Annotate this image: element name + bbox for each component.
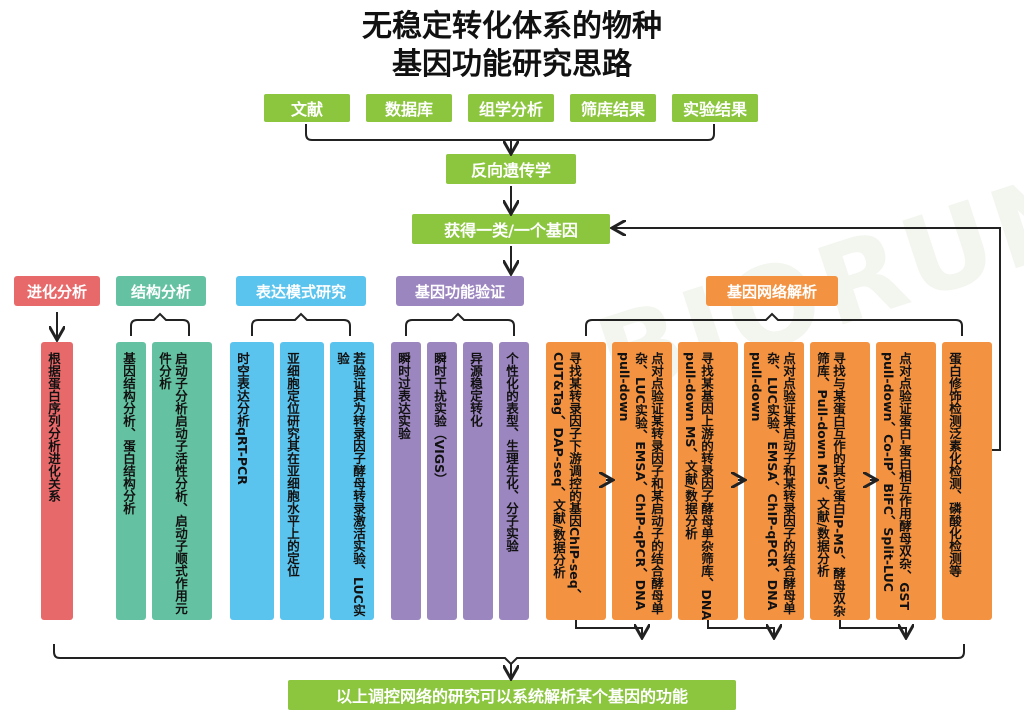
source-box-literature: 文献 [264, 94, 350, 122]
column-structure-2: 启动子分析启动子活性分析、启动子顺式作用元件分析 [152, 342, 212, 620]
brace-expression [251, 312, 351, 336]
brace-network [585, 312, 963, 336]
connector-bottom-2 [707, 620, 774, 636]
footer-box: 以上调控网络的研究可以系统解析某个基因的功能 [288, 680, 736, 710]
column-network-2: 点对点验证某转录因子和某启动子的结合酵母单杂、LUC实验、EMSA、ChIP-q… [612, 342, 672, 620]
column-function-1: 瞬时过表达实验 [391, 342, 421, 620]
reverse-genetics-box: 反向遗传学 [446, 154, 576, 184]
column-network-7: 蛋白修饰检测泛素化检测、磷酸化检测等 [942, 342, 992, 620]
brace-function [405, 312, 515, 336]
category-evolution: 进化分析 [14, 276, 100, 306]
column-expression-2: 亚细胞定位研究其在亚细胞水平上的定位 [280, 342, 324, 620]
column-expression-1: 时空表达分析qRT-PCR [230, 342, 274, 620]
sources-bracket [305, 124, 715, 141]
source-box-database: 数据库 [366, 94, 452, 122]
column-function-2: 瞬时干扰实验（VIGS） [427, 342, 457, 620]
column-network-1: 寻找某转录因子下游调控的基因ChIP-seq、CUT&Tag、DAP-seq、文… [546, 342, 606, 620]
column-network-4: 点对点验证某启动子和某转录因子的结合酵母单杂、LUC实验、EMSA、ChIP-q… [744, 342, 804, 620]
column-network-3: 寻找某基因上游的转录因子酵母单杂筛库、DNA pull-down MS、文献/数… [678, 342, 738, 620]
column-function-4: 个性化的表型、生理生化、分子实验 [499, 342, 529, 620]
title-line-2: 基因功能研究思路 [392, 47, 632, 82]
column-network-5: 寻找与某蛋白互作的其它蛋白IP-MS、酵母双杂筛库、Pull-down MS、文… [810, 342, 870, 620]
column-function-3: 异源稳定转化 [463, 342, 493, 620]
feedback-loop [614, 228, 1001, 451]
column-structure-1: 基因结构分析、蛋白结构分析 [116, 342, 146, 620]
brace-bottom [53, 644, 965, 666]
category-expression: 表达模式研究 [236, 276, 366, 306]
column-network-6: 点对点验证蛋白-蛋白相互作用酵母双杂、GST pull-down、Co-IP、B… [876, 342, 936, 620]
source-box-experiment: 实验结果 [672, 94, 758, 122]
source-box-screening: 筛库结果 [570, 94, 656, 122]
connector-bottom-3 [839, 620, 906, 636]
column-expression-3: 若验证其为转录因子酵母转录激活实验、LUC实验 [330, 342, 374, 620]
title-line-1: 无稳定转化体系的物种 [362, 9, 662, 44]
brace-structure [130, 312, 190, 336]
category-network: 基因网络解析 [706, 276, 838, 306]
source-box-omics: 组学分析 [468, 94, 554, 122]
category-function: 基因功能验证 [396, 276, 524, 306]
gene-box: 获得一类/一个基因 [412, 214, 610, 244]
connector-bottom-1 [575, 620, 642, 636]
category-structure: 结构分析 [116, 276, 206, 306]
column-evolution-1: 根据蛋白序列分析进化关系 [41, 342, 73, 620]
